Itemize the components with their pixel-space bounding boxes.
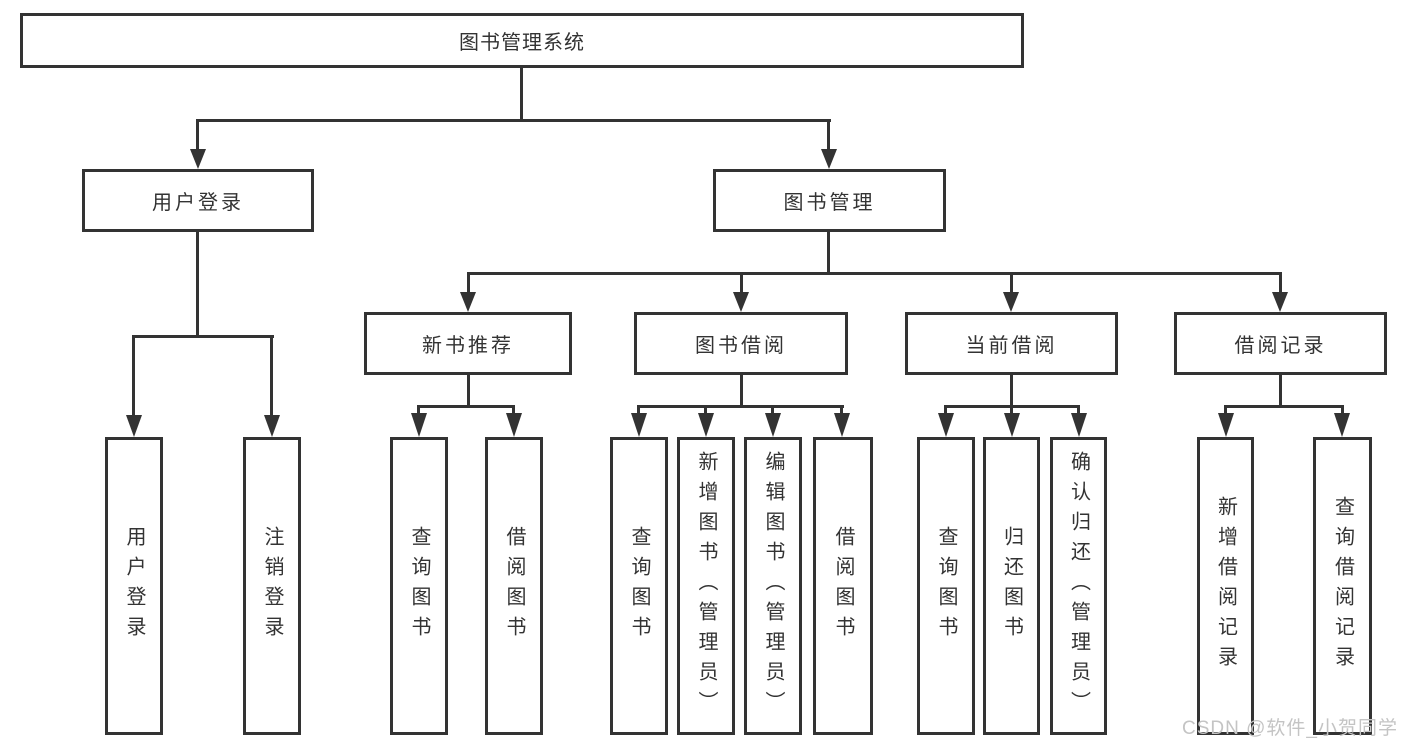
arrowhead-icon [264, 415, 280, 437]
edge-line [132, 335, 135, 417]
edge-line [827, 232, 830, 274]
arrowhead-icon [938, 413, 954, 437]
arrowhead-icon [1004, 413, 1020, 437]
leaf-user-login: 用户登录 [105, 437, 163, 735]
leaf-label: 注销登录 [261, 526, 283, 646]
edge-line [1010, 405, 1013, 417]
edge-line [467, 375, 470, 407]
arrowhead-icon [1334, 413, 1350, 437]
node-label: 用户登录 [152, 192, 244, 214]
edge-line [467, 272, 470, 294]
edge-line [1010, 375, 1013, 407]
leaf-label: 查询图书 [935, 526, 957, 646]
leaf-borrow-books-recommend: 借阅图书 [485, 437, 543, 735]
leaf-label: 借阅图书 [832, 526, 854, 646]
arrowhead-icon [190, 149, 206, 169]
leaf-query-books-current: 查询图书 [917, 437, 975, 735]
edge-line [196, 119, 199, 152]
arrowhead-icon [1218, 413, 1234, 437]
leaf-label: 归还图书 [1000, 526, 1023, 646]
leaf-add-books-admin: 新增图书（管理员） [677, 437, 735, 735]
leaf-query-books-borrowing: 查询图书 [610, 437, 668, 735]
edge-line [827, 119, 830, 152]
node-current-borrowing: 当前借阅 [905, 312, 1118, 375]
edge-line [1341, 405, 1344, 417]
edge-line [1010, 272, 1013, 294]
edge-line [520, 68, 523, 120]
leaf-query-books-recommend: 查询图书 [390, 437, 448, 735]
edge-line [417, 405, 420, 417]
node-book-management: 图书管理 [713, 169, 946, 232]
leaf-label: 用户登录 [123, 526, 145, 646]
node-book-borrowing: 图书借阅 [634, 312, 848, 375]
arrowhead-icon [834, 413, 850, 437]
edge-line [1225, 405, 1343, 408]
node-new-book-recommendation: 新书推荐 [364, 312, 572, 375]
edge-line [840, 405, 843, 417]
leaf-label: 确认归还（管理员） [1067, 451, 1090, 721]
edge-line [1279, 375, 1282, 407]
edge-line [637, 405, 640, 417]
edge-line [944, 405, 947, 417]
leaf-logout: 注销登录 [243, 437, 301, 735]
arrowhead-icon [1003, 292, 1019, 312]
node-label: 新书推荐 [422, 335, 514, 357]
arrowhead-icon [1272, 292, 1288, 312]
node-label: 借阅记录 [1234, 335, 1327, 357]
edge-line [133, 335, 274, 338]
arrowhead-icon [698, 413, 714, 437]
leaf-query-borrow-record: 查询借阅记录 [1313, 437, 1372, 735]
leaf-label: 编辑图书（管理员） [762, 451, 784, 721]
arrowhead-icon [411, 413, 427, 437]
leaf-edit-books-admin: 编辑图书（管理员） [744, 437, 802, 735]
node-user-login: 用户登录 [82, 169, 314, 232]
edge-line [1077, 405, 1080, 417]
arrowhead-icon [460, 292, 476, 312]
edge-line [638, 405, 844, 408]
edge-line [270, 335, 273, 417]
edge-line [418, 405, 515, 408]
arrowhead-icon [733, 292, 749, 312]
leaf-label: 查询借阅记录 [1331, 496, 1354, 676]
node-label: 当前借阅 [965, 335, 1058, 357]
node-label: 图书管理 [783, 192, 876, 214]
arrowhead-icon [126, 415, 142, 437]
edge-line [197, 119, 831, 122]
edge-line [1279, 272, 1282, 294]
edge-line [467, 272, 1281, 275]
edge-line [740, 272, 743, 294]
edge-line [740, 375, 743, 407]
csdn-watermark: CSDN @软件_小贺同学 [1182, 718, 1398, 739]
edge-line [771, 405, 774, 417]
edge-line [1224, 405, 1227, 417]
leaf-label: 新增借阅记录 [1214, 496, 1237, 676]
leaf-label: 新增图书（管理员） [695, 451, 717, 721]
arrowhead-icon [1071, 413, 1087, 437]
node-label: 图书借阅 [695, 335, 787, 357]
leaf-borrow-books-borrowing: 借阅图书 [813, 437, 873, 735]
edge-line [512, 405, 515, 417]
arrowhead-icon [631, 413, 647, 437]
leaf-label: 查询图书 [408, 526, 430, 646]
arrowhead-icon [765, 413, 781, 437]
leaf-return-books: 归还图书 [983, 437, 1040, 735]
node-borrowing-records: 借阅记录 [1174, 312, 1387, 375]
edge-line [196, 232, 199, 337]
leaf-label: 借阅图书 [503, 526, 525, 646]
edge-line [704, 405, 707, 417]
node-label: 图书管理系统 [459, 32, 585, 54]
leaf-label: 查询图书 [628, 526, 650, 646]
leaf-confirm-return-admin: 确认归还（管理员） [1050, 437, 1107, 735]
arrowhead-icon [821, 149, 837, 169]
arrowhead-icon [506, 413, 522, 437]
node-library-management-system: 图书管理系统 [20, 13, 1024, 68]
leaf-add-borrow-record: 新增借阅记录 [1197, 437, 1254, 735]
